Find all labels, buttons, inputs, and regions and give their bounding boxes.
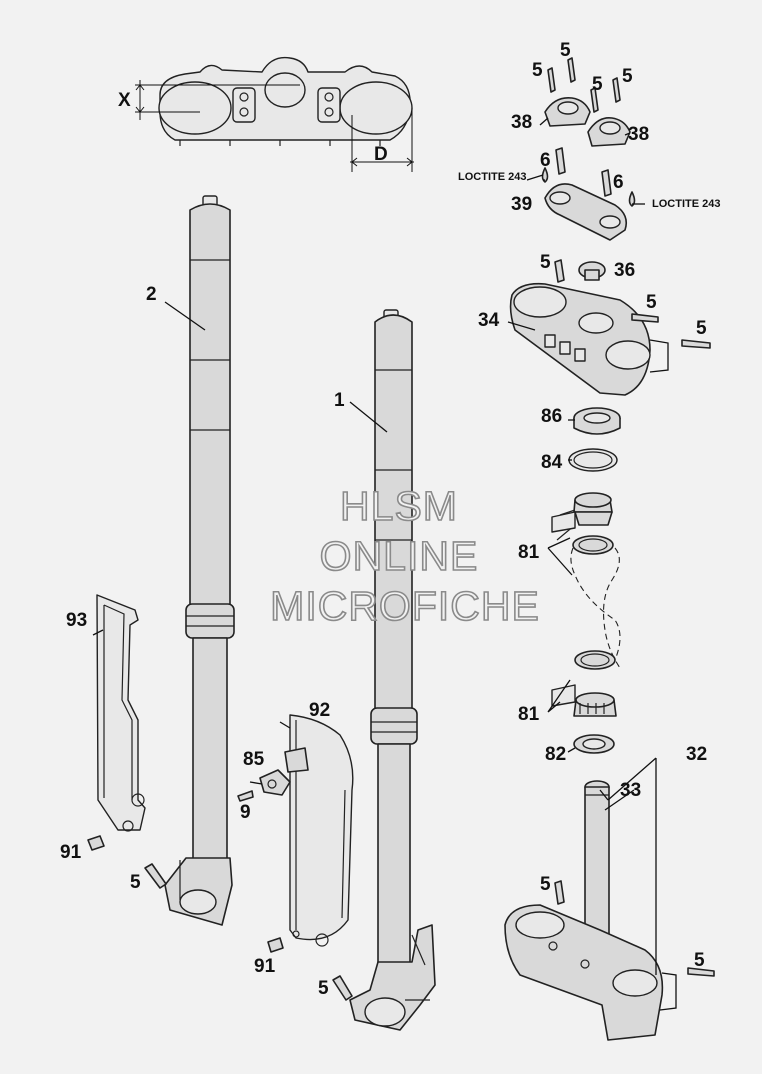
- bolts-6: [555, 147, 612, 197]
- callout-labels: 2 1 93 92 85 9 91 91 5 5 5 5 5 5 38 38 6…: [60, 40, 720, 999]
- callout-5-top-b: 5: [532, 60, 543, 81]
- callout-36: 36: [614, 260, 635, 281]
- callout-81-lower: 81: [518, 704, 540, 725]
- callout-38-left: 38: [511, 112, 532, 133]
- callout-5-top-a: 5: [560, 40, 571, 61]
- watermark-line-2: ONLINE: [320, 533, 479, 579]
- callout-6-right: 6: [613, 172, 624, 193]
- callout-5-top-c: 5: [592, 74, 603, 95]
- callout-91-right: 91: [254, 956, 276, 977]
- bolts-5-top: [547, 57, 621, 113]
- callout-39: 39: [511, 194, 532, 215]
- fork-guard-92: [284, 714, 354, 947]
- callout-91-left: 91: [60, 842, 82, 863]
- top-triple-clamp-34: [509, 282, 651, 396]
- callout-92: 92: [309, 700, 330, 721]
- watermark-line-3: MICROFICHE: [270, 583, 540, 629]
- callout-5-top-clamp-c: 5: [696, 318, 707, 339]
- handlebar-clamp-38-left: [544, 96, 591, 127]
- callout-2: 2: [146, 284, 157, 305]
- loctite-drops: [541, 167, 636, 207]
- callout-5-lower-clamp-a: 5: [540, 874, 551, 895]
- callout-5-top-clamp-a: 5: [540, 252, 551, 273]
- bolt-5-left-foot: [144, 863, 167, 889]
- callout-84: 84: [541, 452, 563, 473]
- fork-guard-93: [96, 594, 146, 832]
- callout-38-right: 38: [628, 124, 649, 145]
- callout-32: 32: [686, 744, 707, 765]
- callout-33: 33: [620, 780, 641, 801]
- callout-93: 93: [66, 610, 87, 631]
- clip-85: [259, 769, 291, 796]
- callout-1: 1: [334, 390, 345, 411]
- watermark: HLSM ONLINE MICROFICHE: [269, 482, 540, 630]
- dimension-x-label: X: [118, 90, 131, 111]
- callout-5-top-d: 5: [622, 66, 633, 87]
- callout-6-left: 6: [540, 150, 551, 171]
- seal-84: [568, 448, 618, 472]
- handlebar-clamp-base-39: [544, 183, 628, 241]
- bearing-81-lower: [551, 650, 617, 717]
- watermark-line-1: HLSM: [340, 483, 458, 529]
- callout-5-right-foot: 5: [318, 978, 329, 999]
- callout-5-top-clamp-b: 5: [646, 292, 657, 313]
- bolt-9: [237, 790, 254, 802]
- steering-stem-33: [584, 780, 610, 946]
- seal-82: [573, 734, 615, 754]
- callout-86: 86: [541, 406, 562, 427]
- handlebar-clamp-38-right: [587, 116, 631, 147]
- callout-82: 82: [545, 744, 566, 765]
- loctite-note-left: LOCTITE 243: [458, 171, 526, 183]
- bearing-81-upper: [551, 492, 614, 555]
- callout-5-left-foot: 5: [130, 872, 141, 893]
- bolt-91-right: [267, 937, 284, 953]
- lower-triple-clamp-32: [504, 904, 664, 1041]
- bolt-5-right-foot: [332, 975, 353, 1001]
- dust-seal-86: [573, 407, 621, 435]
- callout-34: 34: [478, 310, 500, 331]
- callout-9: 9: [240, 802, 251, 823]
- bolt-91-left: [87, 835, 105, 851]
- fork-leg-2: [164, 195, 235, 926]
- loctite-note-right: LOCTITE 243: [652, 198, 720, 210]
- callout-85: 85: [243, 749, 265, 770]
- top-crown-outline-view: X D: [118, 56, 414, 172]
- bolts-5-top-clamp: [554, 259, 711, 349]
- bolts-5-lower-clamp: [554, 880, 715, 977]
- callout-81-upper: 81: [518, 542, 540, 563]
- leader-lines: [92, 117, 657, 975]
- steering-nut-36: [578, 261, 606, 281]
- dimension-d-label: D: [374, 144, 388, 165]
- fork-leg-1: [349, 309, 436, 1031]
- frame-head-dashed: [570, 547, 621, 669]
